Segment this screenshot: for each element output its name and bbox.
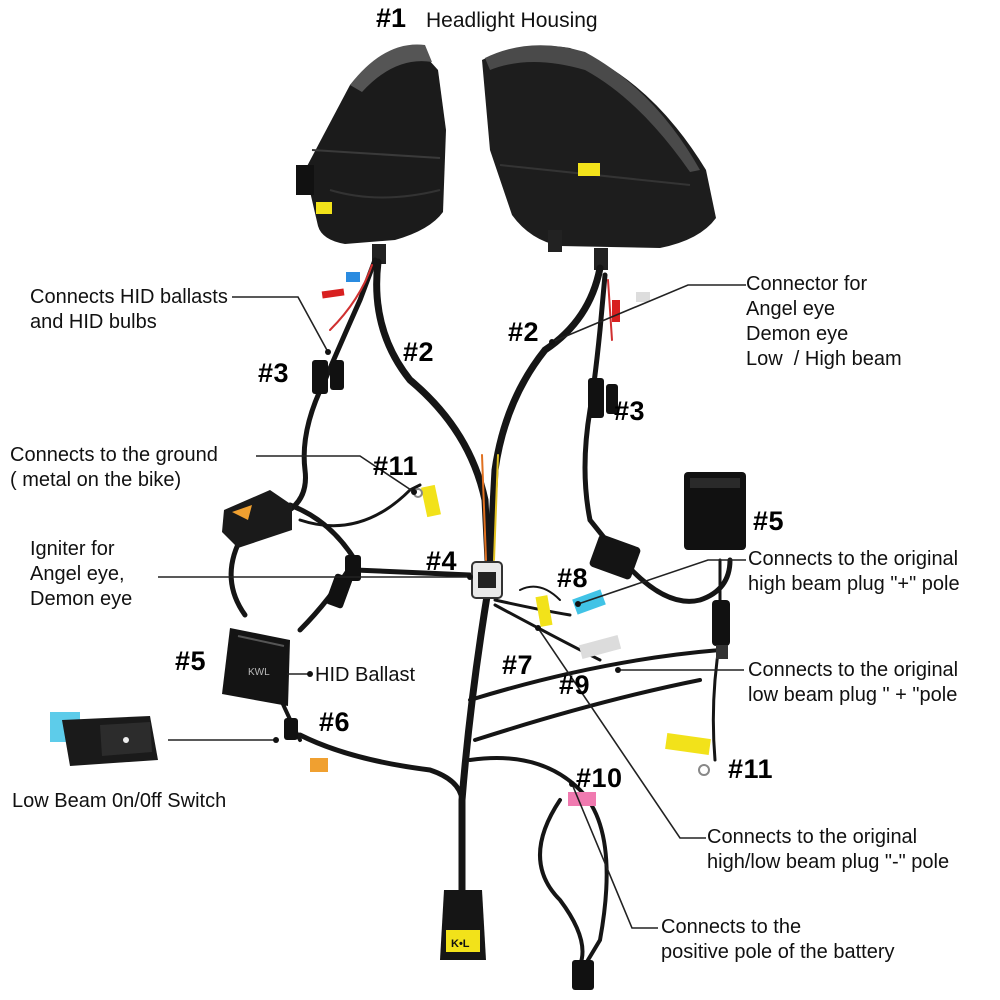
right-igniter-box bbox=[589, 534, 641, 580]
svg-text:K•L: K•L bbox=[451, 938, 470, 950]
callout-connects-hid: Connects HID ballasts and HID bulbs bbox=[30, 286, 228, 333]
callout-hid-ballast: HID Ballast bbox=[315, 664, 416, 686]
leader-dots bbox=[273, 339, 621, 787]
part-number-2-left: #2 bbox=[403, 337, 435, 367]
switch-connector-6 bbox=[284, 718, 328, 772]
angel-eye-igniter bbox=[325, 555, 361, 609]
part-number-6: #6 bbox=[319, 707, 351, 737]
callout-high-beam-plus: Connects to the original high beam plug … bbox=[748, 548, 960, 595]
control-module-4 bbox=[471, 561, 503, 599]
part-number-3-right: #3 bbox=[614, 396, 646, 426]
right-hid-ballast bbox=[684, 472, 746, 550]
housing-pigtail-connectors bbox=[321, 272, 650, 322]
title-number: #1 bbox=[376, 3, 407, 33]
left-headlight-housing bbox=[296, 44, 446, 264]
callout-ground: Connects to the ground ( metal on the bi… bbox=[10, 444, 218, 491]
low-beam-switch bbox=[50, 712, 158, 766]
battery-connector-10 bbox=[568, 792, 596, 990]
part-number-11-right: #11 bbox=[728, 754, 774, 784]
part-number-5-right: #5 bbox=[753, 506, 785, 536]
part-number-5-left: #5 bbox=[175, 646, 207, 676]
right-hid-connector bbox=[588, 378, 618, 418]
wire-harness bbox=[228, 257, 733, 967]
svg-text:KWL: KWL bbox=[248, 667, 270, 678]
callout-negative-pole: Connects to the original high/low beam p… bbox=[707, 826, 950, 873]
part-number-4: #4 bbox=[426, 546, 458, 576]
callout-low-beam-plus: Connects to the original low beam plug "… bbox=[748, 659, 959, 706]
callout-switch: Low Beam 0n/0ff Switch bbox=[12, 790, 227, 812]
part-number-11-left: #11 bbox=[373, 451, 419, 481]
part-number-10: #10 bbox=[576, 763, 623, 793]
title-label: Headlight Housing bbox=[426, 9, 598, 32]
right-headlight-housing bbox=[482, 45, 716, 270]
part-number-7: #7 bbox=[502, 650, 534, 680]
tape-tags bbox=[413, 484, 711, 776]
part-number-9: #9 bbox=[559, 670, 591, 700]
right-side-connector bbox=[712, 600, 730, 659]
left-igniter-box bbox=[222, 490, 292, 548]
part-number-8: #8 bbox=[557, 563, 589, 593]
main-plug: K•L bbox=[440, 890, 486, 960]
leader-lines bbox=[158, 284, 746, 929]
left-hid-ballast: KWL bbox=[222, 628, 290, 706]
callout-igniter: Igniter for Angel eye, Demon eye bbox=[30, 538, 133, 610]
part-number-2-right: #2 bbox=[508, 317, 540, 347]
part-number-3-left: #3 bbox=[258, 358, 290, 388]
callout-battery: Connects to the positive pole of the bat… bbox=[661, 916, 895, 963]
callout-connector-angel-eye: Connector for Angel eye Demon eye Low / … bbox=[746, 273, 902, 370]
left-hid-connector bbox=[312, 360, 344, 394]
